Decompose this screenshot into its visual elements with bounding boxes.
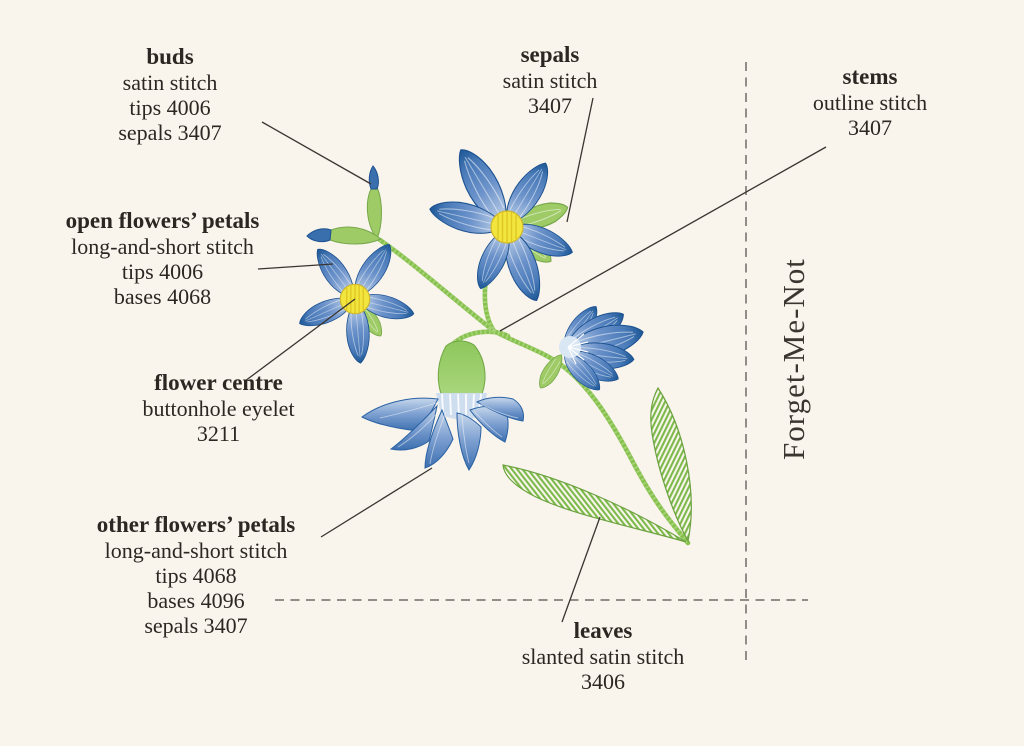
label-leaves: leaves slanted satin stitch 3406 (463, 618, 743, 694)
label-title: open flowers’ petals (65, 208, 260, 233)
flower-bell (361, 340, 524, 471)
label-title: flower centre (154, 370, 283, 395)
buds-art (306, 165, 382, 245)
label-line: long-and-short stitch (104, 538, 288, 563)
callout-leaves (561, 516, 601, 623)
flower-centre-top (490, 210, 524, 244)
label-line: slanted satin stitch (521, 644, 685, 669)
label-line: outline stitch (812, 90, 928, 115)
label-title: buds (146, 44, 194, 69)
label-stems: stems outline stitch 3407 (750, 64, 990, 140)
callout-stems (499, 146, 827, 332)
callout-other-petals (320, 467, 433, 538)
label-line: buttonhole eyelet (142, 396, 295, 421)
bell-stitches (379, 401, 519, 465)
label-line: sepals 3407 (144, 613, 248, 638)
label-title: other flowers’ petals (96, 512, 296, 537)
label-line: satin stitch (122, 70, 218, 95)
label-line: bases 4096 (147, 588, 245, 613)
label-line: tips 4006 (121, 259, 204, 284)
profile-fringe (559, 333, 589, 365)
label-line: long-and-short stitch (71, 234, 254, 259)
callout-sepals (566, 97, 594, 223)
label-line: 3407 (528, 93, 572, 118)
flower-open-left (293, 239, 416, 367)
callout-lines (244, 97, 827, 623)
label-line: 3406 (581, 669, 625, 694)
label-buds: buds satin stitch tips 4006 sepals 3407 (50, 44, 290, 145)
label-title: stems (842, 64, 898, 89)
label-line: sepals 3407 (118, 120, 222, 145)
bud-body-horizontal (329, 226, 382, 245)
dashed-guides (275, 62, 808, 660)
callout-open-petals (257, 263, 334, 270)
label-sepals: sepals satin stitch 3407 (430, 42, 670, 118)
left-leaf (502, 464, 687, 543)
flower-profile (534, 300, 648, 397)
label-line: 3211 (196, 421, 241, 446)
label-line: satin stitch (502, 68, 598, 93)
bud-tip-horizontal (306, 228, 332, 243)
label-line: 3407 (848, 115, 892, 140)
leaves-art (502, 386, 692, 543)
label-line: tips 4006 (129, 95, 211, 120)
label-line: tips 4068 (155, 563, 237, 588)
right-leaf (650, 386, 692, 543)
label-flower-centre: flower centre buttonhole eyelet 3211 (76, 370, 361, 446)
bud-body-vertical (366, 186, 382, 241)
flower-open-top (428, 138, 576, 309)
label-title: leaves (573, 618, 633, 643)
bell-calyx (437, 340, 486, 395)
label-open-flowers-petals: open flowers’ petals long-and-short stit… (20, 208, 305, 309)
label-title: sepals (520, 42, 580, 67)
callout-flower-centre (244, 298, 356, 382)
label-line: bases 4068 (113, 284, 212, 309)
pattern-title: Forget-Me-Not (776, 258, 811, 460)
label-other-flowers-petals: other flowers’ petals long-and-short sti… (46, 512, 346, 638)
callout-buds (261, 121, 372, 185)
bud-tip-vertical (368, 165, 379, 190)
